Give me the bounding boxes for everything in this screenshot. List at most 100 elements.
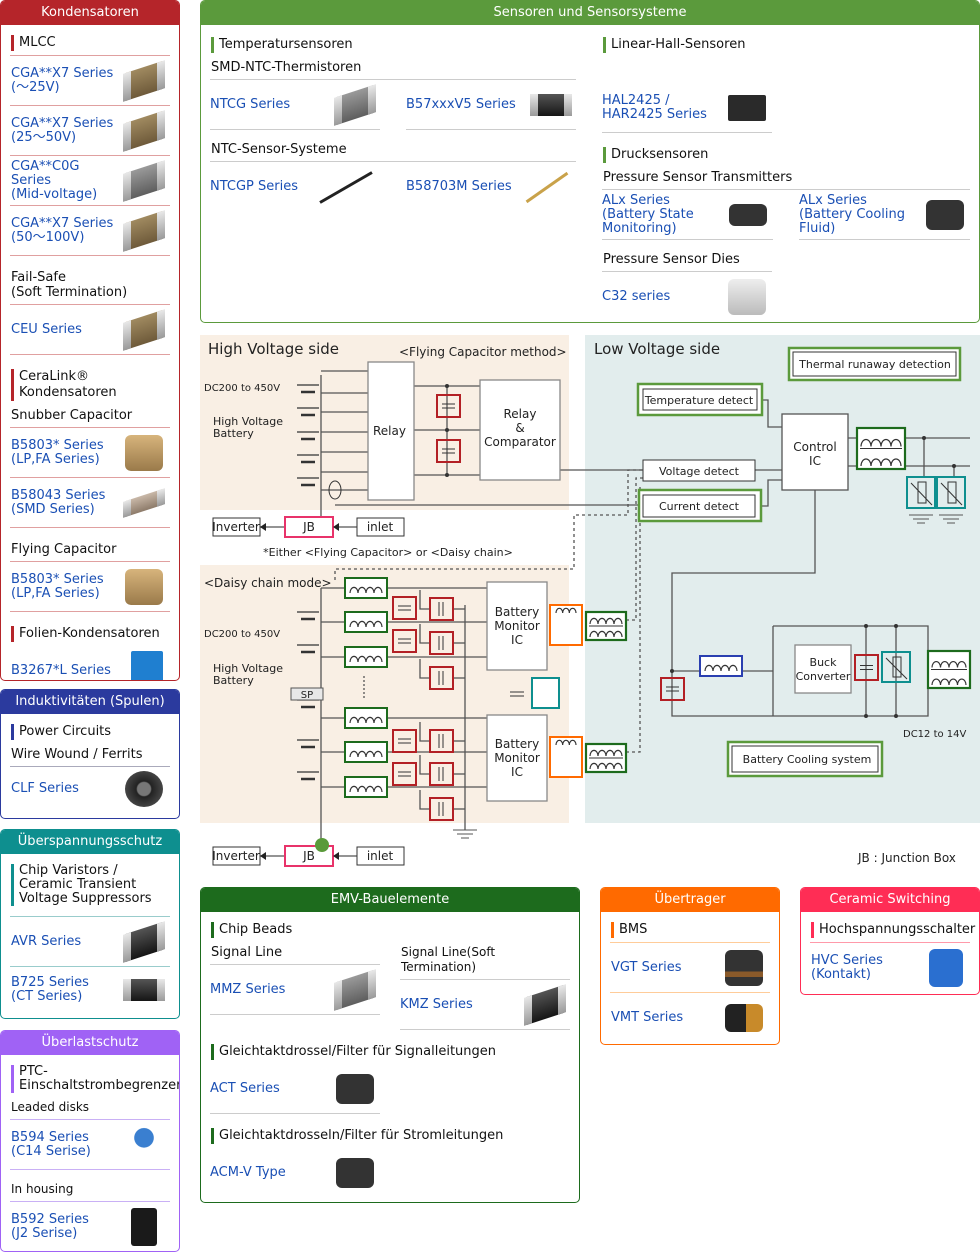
product-link[interactable]: C32 series [602,289,671,304]
bmic-label: IC [511,633,523,647]
box-label: Inverter [212,520,260,534]
product-link[interactable]: B58703M Series [406,179,512,194]
status-dot [315,838,329,852]
junction-dot [670,669,674,673]
capacitor-icon [392,596,417,620]
product-link[interactable]: ALx Series (Battery State Monitoring) [602,192,694,236]
temp-detect-label: Temperature detect [644,394,754,407]
choke-icon [336,1158,374,1188]
product-b594[interactable]: B594 Series (C14 Serise) [10,1120,170,1170]
smd-ntc-label: SMD-NTC-Thermistoren [210,57,576,80]
lv-title: Low Voltage side [594,340,720,358]
product-link[interactable]: B5803* Series (LP,FA Series) [11,571,104,601]
product-link[interactable]: CEU Series [11,321,82,337]
product-b592[interactable]: B592 Series (J2 Serise) [10,1202,170,1251]
product-link[interactable]: ACM-V Type [210,1165,286,1180]
product-hal2425[interactable]: HAL2425 / HAR2425 Series [602,83,772,133]
product-c32[interactable]: C32 series [602,272,772,322]
product-vmt[interactable]: VMT Series [610,993,770,1043]
product-link[interactable]: B592 Series (J2 Serise) [11,1212,89,1241]
emv-panel: EMV-Bauelemente Chip Beads Signal Line M… [200,887,580,1203]
product-ceu[interactable]: CEU Series [10,305,170,355]
hv-title: High Voltage side [208,340,339,358]
product-link[interactable]: CGA**X7 Series (25～50V) [11,115,114,145]
product-b725[interactable]: B725 Series (CT Series) [10,967,170,1013]
placeholder-box [531,677,560,709]
dc-hv-label: DC200 to 450V [204,629,280,640]
ptc-housing-icon [131,1208,157,1246]
product-link[interactable]: VGT Series [611,959,682,975]
varistor-icon [906,476,936,509]
product-b5803-flying[interactable]: B5803* Series (LP,FA Series) [10,562,170,612]
product-alx-cooling[interactable]: ALx Series (Battery Cooling Fluid) [799,190,970,240]
wire [419,722,430,742]
current-sensor-icon [328,480,342,500]
coil [589,762,623,770]
product-vgt[interactable]: VGT Series [610,943,770,993]
sp-label: SP [301,690,313,701]
product-link[interactable]: CGA**X7 Series (50～100V) [11,215,114,245]
product-link[interactable]: B5803* Series (LP,FA Series) [11,437,104,467]
product-link[interactable]: CLF Series [11,781,79,796]
product-cga-x7-25v[interactable]: CGA**X7 Series (～25V) [10,56,170,106]
wire [419,755,430,775]
relay-comparator-box [479,379,561,481]
product-avr[interactable]: AVR Series [10,917,170,967]
capacitor-icon [429,631,454,655]
coil [589,749,623,757]
product-b5803[interactable]: B5803* Series (LP,FA Series) [10,428,170,478]
inlet-box [356,517,405,537]
product-acm-v[interactable]: ACM-V Type [210,1148,380,1198]
product-link[interactable]: AVR Series [11,933,82,949]
coil [349,716,383,724]
product-link[interactable]: KMZ Series [400,996,473,1012]
relay-comparator-label: Relay [504,407,537,421]
product-link[interactable]: NTCGP Series [210,179,299,194]
product-b58043[interactable]: B58043 Series (SMD Series) [10,478,170,528]
voltage-detect-box [642,459,756,482]
sensoren-panel: Sensoren und Sensorsysteme Temperatursen… [200,0,980,323]
product-link[interactable]: NTCG Series [210,96,291,112]
product-cga-x7-50v[interactable]: CGA**X7 Series (25～50V) [10,106,170,156]
product-b58703[interactable]: B58703M Series [406,162,576,212]
product-kmz[interactable]: KMZ Series [400,980,570,1030]
transformer-icon [725,949,763,986]
product-cga-x7-100v[interactable]: CGA**X7 Series (50～100V) [10,206,170,256]
product-link[interactable]: VMT Series [611,1010,684,1025]
control-ic-box [781,413,849,491]
product-ntcgp[interactable]: NTCGP Series [210,162,380,212]
hall-ic-icon [728,94,766,121]
hv-battery-label: High Voltage [213,415,283,428]
product-link[interactable]: B57xxxV5 Series [406,96,516,112]
product-b57[interactable]: B57xxxV5 Series [406,80,576,130]
section-chip-varistors: Chip Varistors / Ceramic Transient Volta… [11,864,170,906]
product-mmz[interactable]: MMZ Series [210,965,380,1015]
junction-dot [894,714,898,718]
varistor-slash [910,482,933,506]
product-ntcg[interactable]: NTCG Series [210,80,380,130]
product-clf[interactable]: CLF Series [10,767,170,811]
product-link[interactable]: B58043 Series (SMD Series) [11,487,106,517]
product-alx-state[interactable]: ALx Series (Battery State Monitoring) [602,190,773,240]
product-link[interactable]: B594 Series (C14 Serise) [11,1129,91,1159]
product-b3267[interactable]: B3267*L Series [10,646,170,680]
product-link[interactable]: ACT Series [210,1080,280,1096]
product-link[interactable]: B725 Series (CT Series) [11,975,89,1004]
product-act[interactable]: ACT Series [210,1064,380,1114]
product-link[interactable]: CGA**C0G Series (Mid-voltage) [11,158,98,202]
inductor-icon [344,741,388,763]
transformer-icon [549,604,583,646]
product-cga-c0g[interactable]: CGA**C0G Series (Mid-voltage) [10,156,170,206]
product-link[interactable]: MMZ Series [210,981,286,997]
sp-box [290,687,324,701]
varistor-slash [885,657,908,680]
product-link[interactable]: HAL2425 / HAR2425 Series [602,92,707,122]
product-link[interactable]: CGA**X7 Series (～25V) [11,65,114,95]
panel-title: EMV-Bauelemente [201,888,579,912]
coil [860,458,902,467]
control-ic-label: IC [809,454,821,468]
product-link[interactable]: HVC Series (Kontakt) [811,953,883,982]
product-link[interactable]: B3267*L Series [11,663,111,678]
product-hvc[interactable]: HVC Series (Kontakt) [810,943,970,993]
product-link[interactable]: ALx Series (Battery Cooling Fluid) [799,192,906,236]
